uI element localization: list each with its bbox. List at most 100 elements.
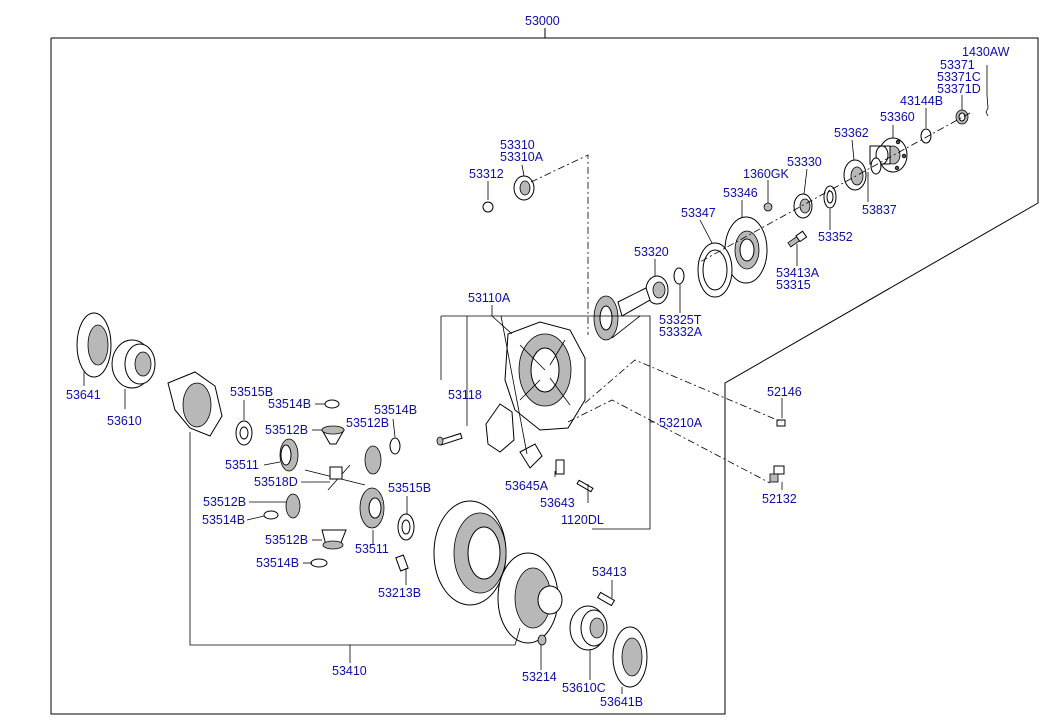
part-53514b-washer-d	[310, 558, 328, 568]
label-53315: 53315	[776, 278, 811, 292]
label-52132: 52132	[762, 492, 797, 506]
label-53610c: 53610C	[562, 681, 606, 695]
assembly-frame	[50, 28, 1039, 715]
label-1430aw: 1430AW	[962, 45, 1010, 59]
label-53310a: 53310A	[500, 150, 544, 164]
part-53514b-washer-a	[324, 399, 340, 409]
part-53371-nut	[955, 109, 969, 125]
part-53213b-bolt	[395, 554, 409, 572]
label-53332a: 53332A	[659, 325, 703, 339]
part-53610c-bearing	[569, 605, 608, 651]
label-53518d: 53518D	[254, 475, 298, 489]
label-1360gk: 1360GK	[743, 167, 790, 181]
part-53110a-carrier	[504, 321, 586, 431]
part-53511-side-gear-left	[279, 438, 299, 472]
label-53371: 53371	[940, 58, 975, 72]
label-53310: 53310	[500, 138, 535, 152]
label-53512b-b: 53512B	[346, 416, 389, 430]
part-53413a-bolt	[787, 230, 808, 248]
part-53514b-washer-c	[263, 510, 279, 520]
label-53641: 53641	[66, 388, 101, 402]
label-53512b-a: 53512B	[265, 423, 308, 437]
label-53410: 53410	[332, 664, 367, 678]
label-53511-b: 53511	[355, 542, 389, 556]
parts	[76, 94, 989, 688]
label-53110a: 53110A	[468, 291, 511, 305]
part-53515b-washer-upper	[235, 420, 253, 446]
part-53641-seal	[76, 312, 112, 378]
label-1120dl: 1120DL	[561, 513, 604, 527]
label-53514b-d: 53514B	[256, 556, 299, 570]
part-53511-side-gear-right	[359, 487, 385, 529]
label-53214: 53214	[522, 670, 557, 684]
label-53512b-d: 53512B	[265, 533, 308, 547]
label-53330: 53330	[787, 155, 822, 169]
part-52132-plug	[769, 465, 785, 483]
part-53330-bearing	[793, 193, 813, 219]
label-53514b-b: 53514B	[374, 403, 417, 417]
label-53413a: 53413A	[776, 266, 820, 280]
label-53320: 53320	[634, 245, 669, 259]
label-53347: 53347	[681, 206, 716, 220]
part-53413-bolt	[596, 591, 616, 607]
part-53362-seal	[843, 159, 867, 191]
part-53118-bolt	[436, 432, 463, 446]
part-53512b-gear-right	[364, 445, 382, 475]
part-53214-bolt	[537, 634, 547, 646]
label-53641b: 53641B	[600, 695, 643, 709]
part-53643-lock	[555, 459, 565, 475]
label-53312: 53312	[469, 167, 504, 181]
label-53325t: 53325T	[659, 313, 702, 327]
part-1360gk-bolt	[763, 202, 773, 212]
part-53645a-cap	[485, 403, 543, 469]
part-53332a-pinion	[593, 287, 651, 341]
label-53837: 53837	[862, 203, 897, 217]
part-53641b-seal	[612, 626, 648, 688]
label-53000: 53000	[525, 14, 560, 28]
label-53210a: 53210A	[659, 416, 703, 430]
part-labels: 53000 1430AW 53371 53371C 53371D 43144B …	[66, 14, 1010, 709]
part-53514b-washer-b	[389, 437, 401, 455]
part-53518d-spider	[304, 464, 366, 491]
part-53312-clip	[482, 201, 494, 213]
label-53515b-upper: 53515B	[230, 385, 273, 399]
part-diff-case	[497, 552, 563, 644]
part-53610-bearing	[111, 339, 156, 389]
part-diff-case-half	[167, 371, 223, 437]
part-1120dl-bolt	[576, 479, 594, 493]
assembly-center-lines	[530, 112, 971, 484]
part-53310-bearing	[513, 175, 535, 201]
label-53511-a: 53511	[225, 458, 259, 472]
part-53347-shim	[697, 242, 733, 298]
part-53512b-gear-left	[285, 493, 301, 519]
label-53360: 53360	[880, 110, 915, 124]
part-1430aw	[985, 94, 989, 117]
part-43144b-oring	[920, 128, 932, 144]
part-53346-retainer	[724, 216, 768, 284]
label-53371c: 53371C	[937, 70, 981, 84]
part-53515b-washer-lower	[397, 513, 415, 541]
label-43144b: 43144B	[900, 94, 943, 108]
part-53325t-spacer	[673, 267, 685, 285]
leader-lines	[83, 65, 988, 694]
label-53362: 53362	[834, 126, 869, 140]
label-53645a: 53645A	[505, 479, 549, 493]
part-52146-plug	[776, 419, 786, 427]
label-53413: 53413	[592, 565, 627, 579]
part-53837-oring	[870, 157, 882, 175]
label-52146: 52146	[767, 385, 802, 399]
label-53371d: 53371D	[937, 82, 981, 96]
label-53213b: 53213B	[378, 586, 421, 600]
part-53410-ring-gear	[433, 500, 507, 606]
label-53515b-lower: 53515B	[388, 481, 431, 495]
label-53352: 53352	[818, 230, 853, 244]
label-53514b-c: 53514B	[202, 513, 245, 527]
label-53514b-a: 53514B	[268, 397, 311, 411]
part-53352-spacer	[823, 185, 837, 209]
label-53610: 53610	[107, 414, 142, 428]
part-53512b-gear-bottom	[321, 529, 347, 550]
label-53118: 53118	[448, 388, 482, 402]
label-53512b-c: 53512B	[203, 495, 246, 509]
part-53512b-gear-top	[321, 425, 345, 445]
